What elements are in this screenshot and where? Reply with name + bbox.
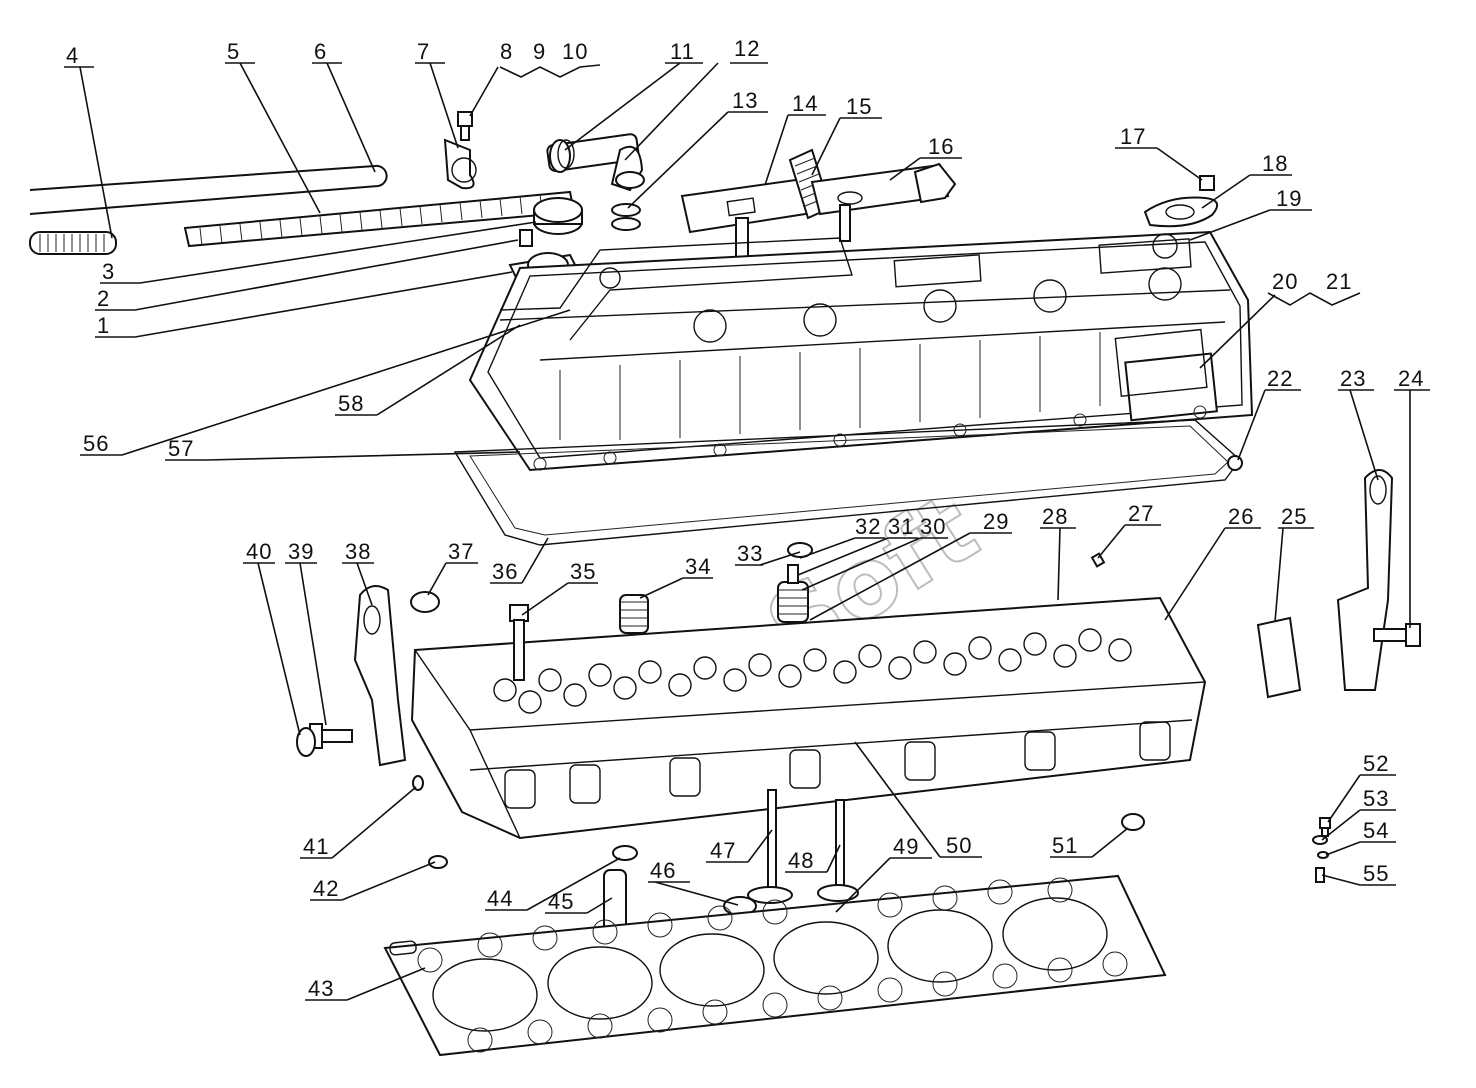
- label-50: 50: [946, 833, 972, 858]
- label-2: 2: [97, 286, 110, 311]
- hose-5: [183, 190, 576, 248]
- label-14: 14: [792, 91, 818, 116]
- label-7: 7: [417, 39, 430, 64]
- plug-40: [296, 727, 316, 757]
- plug-42: [428, 855, 448, 869]
- bolt-17: [1199, 175, 1215, 191]
- label-58: 58: [338, 391, 364, 416]
- label-39: 39: [288, 539, 314, 564]
- label-3: 3: [102, 259, 115, 284]
- label-52: 52: [1363, 751, 1389, 776]
- label-40: 40: [246, 539, 272, 564]
- bolt-8: [457, 111, 473, 141]
- label-44: 44: [487, 886, 513, 911]
- label-1: 1: [97, 313, 110, 338]
- cover-plate-25: [1256, 616, 1302, 699]
- nut-22: [1227, 455, 1243, 471]
- bolt-52: [1319, 817, 1331, 837]
- bolt-2: [519, 229, 533, 247]
- label-49: 49: [893, 834, 919, 859]
- label-18: 18: [1262, 151, 1288, 176]
- callout-labels: 1 2 3 4 5 6 7 8 9 10 11 12 13 14 15 16 1…: [66, 36, 1424, 1001]
- label-57: 57: [168, 436, 194, 461]
- label-38: 38: [345, 539, 371, 564]
- valve-spring-34: [619, 594, 649, 634]
- label-41: 41: [303, 834, 329, 859]
- label-56: 56: [83, 431, 109, 456]
- head-gasket-43: [383, 874, 1167, 1057]
- cylinder-head: [410, 596, 1207, 840]
- filler-cap-3: [533, 197, 583, 235]
- separator-16: [810, 162, 957, 242]
- label-26: 26: [1228, 504, 1254, 529]
- label-37: 37: [448, 539, 474, 564]
- label-16: 16: [928, 134, 954, 159]
- label-55: 55: [1363, 861, 1389, 886]
- label-51: 51: [1052, 833, 1078, 858]
- label-8: 8: [500, 39, 513, 64]
- label-31: 31: [888, 514, 914, 539]
- label-54: 54: [1363, 818, 1389, 843]
- seal-51: [1121, 813, 1145, 831]
- label-27: 27: [1128, 501, 1154, 526]
- label-47: 47: [710, 838, 736, 863]
- label-4: 4: [66, 43, 79, 68]
- baffle-plate-14: [680, 176, 820, 259]
- lifting-eye-38: [353, 585, 407, 767]
- label-5: 5: [227, 39, 240, 64]
- label-43: 43: [308, 976, 334, 1001]
- clamp-7: [443, 138, 477, 190]
- label-21: 21: [1326, 269, 1352, 294]
- hose-4: [29, 231, 117, 255]
- tube-6: [29, 164, 388, 215]
- label-20: 20: [1272, 269, 1298, 294]
- gasket-18: [1143, 196, 1219, 228]
- valve-spring-assembly-30: [777, 564, 809, 623]
- label-32: 32: [855, 514, 881, 539]
- o-rings-13: [611, 203, 641, 231]
- label-12: 12: [734, 36, 760, 61]
- seal-44: [612, 845, 638, 861]
- label-25: 25: [1281, 504, 1307, 529]
- label-23: 23: [1340, 366, 1366, 391]
- label-53: 53: [1363, 786, 1389, 811]
- label-24: 24: [1398, 366, 1424, 391]
- label-46: 46: [650, 858, 676, 883]
- valve-cover: [468, 230, 1254, 472]
- cover-gasket-36: [453, 419, 1241, 546]
- hose-clamp-11: [549, 139, 575, 173]
- label-9: 9: [533, 39, 546, 64]
- label-22: 22: [1267, 366, 1293, 391]
- label-11: 11: [670, 39, 695, 64]
- label-35: 35: [570, 559, 596, 584]
- label-28: 28: [1042, 504, 1068, 529]
- label-45: 45: [548, 889, 574, 914]
- label-15: 15: [846, 94, 872, 119]
- label-48: 48: [788, 848, 814, 873]
- label-34: 34: [685, 554, 711, 579]
- label-29: 29: [983, 509, 1009, 534]
- label-17: 17: [1120, 124, 1146, 149]
- head-bolt-35: [509, 604, 529, 681]
- lifting-eye-23: [1336, 469, 1394, 691]
- bolt-39: [309, 723, 353, 749]
- label-19: 19: [1276, 186, 1302, 211]
- bolt-24: [1373, 623, 1421, 647]
- dowel-27: [1090, 552, 1106, 568]
- label-42: 42: [313, 876, 339, 901]
- label-36: 36: [492, 559, 518, 584]
- plug-37: [410, 591, 440, 613]
- leader-lines: [64, 62, 1430, 1001]
- label-30: 30: [920, 514, 946, 539]
- label-10: 10: [562, 39, 588, 64]
- valve-47: [747, 789, 793, 904]
- label-6: 6: [314, 39, 327, 64]
- label-33: 33: [737, 541, 763, 566]
- label-13: 13: [732, 88, 758, 113]
